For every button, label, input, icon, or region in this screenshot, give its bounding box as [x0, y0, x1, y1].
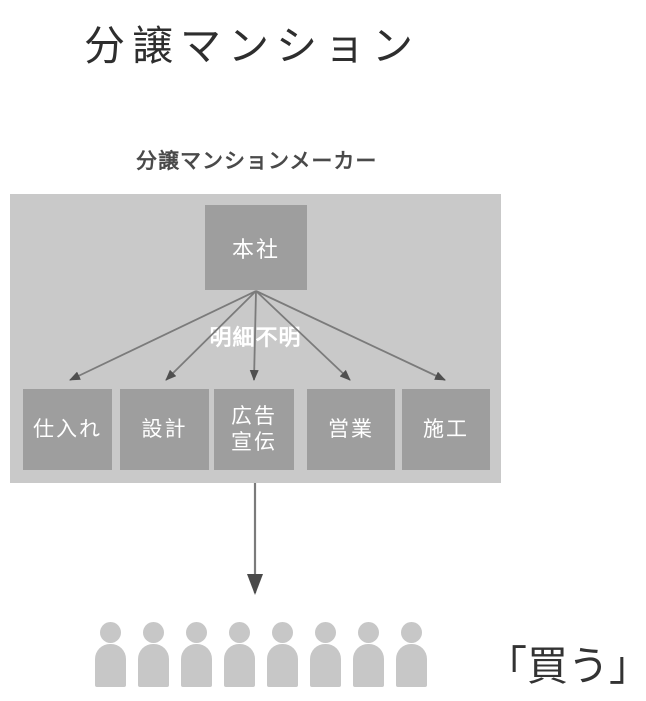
person-icon [224, 622, 255, 687]
person-icon [181, 622, 212, 687]
person-icon [353, 622, 384, 687]
headquarters-box: 本社 [205, 205, 307, 290]
person-torso [310, 644, 341, 687]
person-head [272, 622, 293, 643]
dept-label: 営業 [328, 417, 374, 441]
person-head [186, 622, 207, 643]
dept-label: 施工 [423, 417, 469, 441]
person-torso [224, 644, 255, 687]
person-head [358, 622, 379, 643]
dept-box-sekkei: 設計 [120, 389, 209, 470]
dept-label-line1: 広告 [231, 405, 277, 429]
person-torso [396, 644, 427, 687]
person-torso [181, 644, 212, 687]
person-torso [95, 644, 126, 687]
dept-box-sekou: 施工 [402, 389, 490, 470]
headquarters-label: 本社 [231, 236, 280, 262]
person-icon [396, 622, 427, 687]
dept-box-shiire: 仕入れ [23, 389, 112, 470]
buyers-group [95, 622, 427, 687]
dept-box-eigyou: 営業 [307, 389, 395, 470]
maker-label: 分譲マンションメーカー [136, 150, 378, 173]
person-head [315, 622, 336, 643]
person-torso [353, 644, 384, 687]
person-icon [138, 622, 169, 687]
maker-container: 本社 明細不明 仕入れ 設計 広告 宣伝 営業 施工 [10, 194, 501, 483]
person-icon [267, 622, 298, 687]
person-head [401, 622, 422, 643]
dept-label-line2: 宣伝 [231, 430, 277, 454]
person-icon [310, 622, 341, 687]
person-head [229, 622, 250, 643]
person-torso [138, 644, 169, 687]
person-icon [95, 622, 126, 687]
person-head [143, 622, 164, 643]
person-torso [267, 644, 298, 687]
dept-box-koukoku-senden: 広告 宣伝 [214, 389, 294, 470]
page-title: 分譲マンション [84, 23, 420, 69]
person-head [100, 622, 121, 643]
dept-label: 仕入れ [33, 417, 102, 441]
buy-label: 「買う」 [486, 643, 646, 689]
dept-label: 設計 [141, 417, 188, 441]
unknown-details-label: 明細不明 [209, 325, 302, 350]
